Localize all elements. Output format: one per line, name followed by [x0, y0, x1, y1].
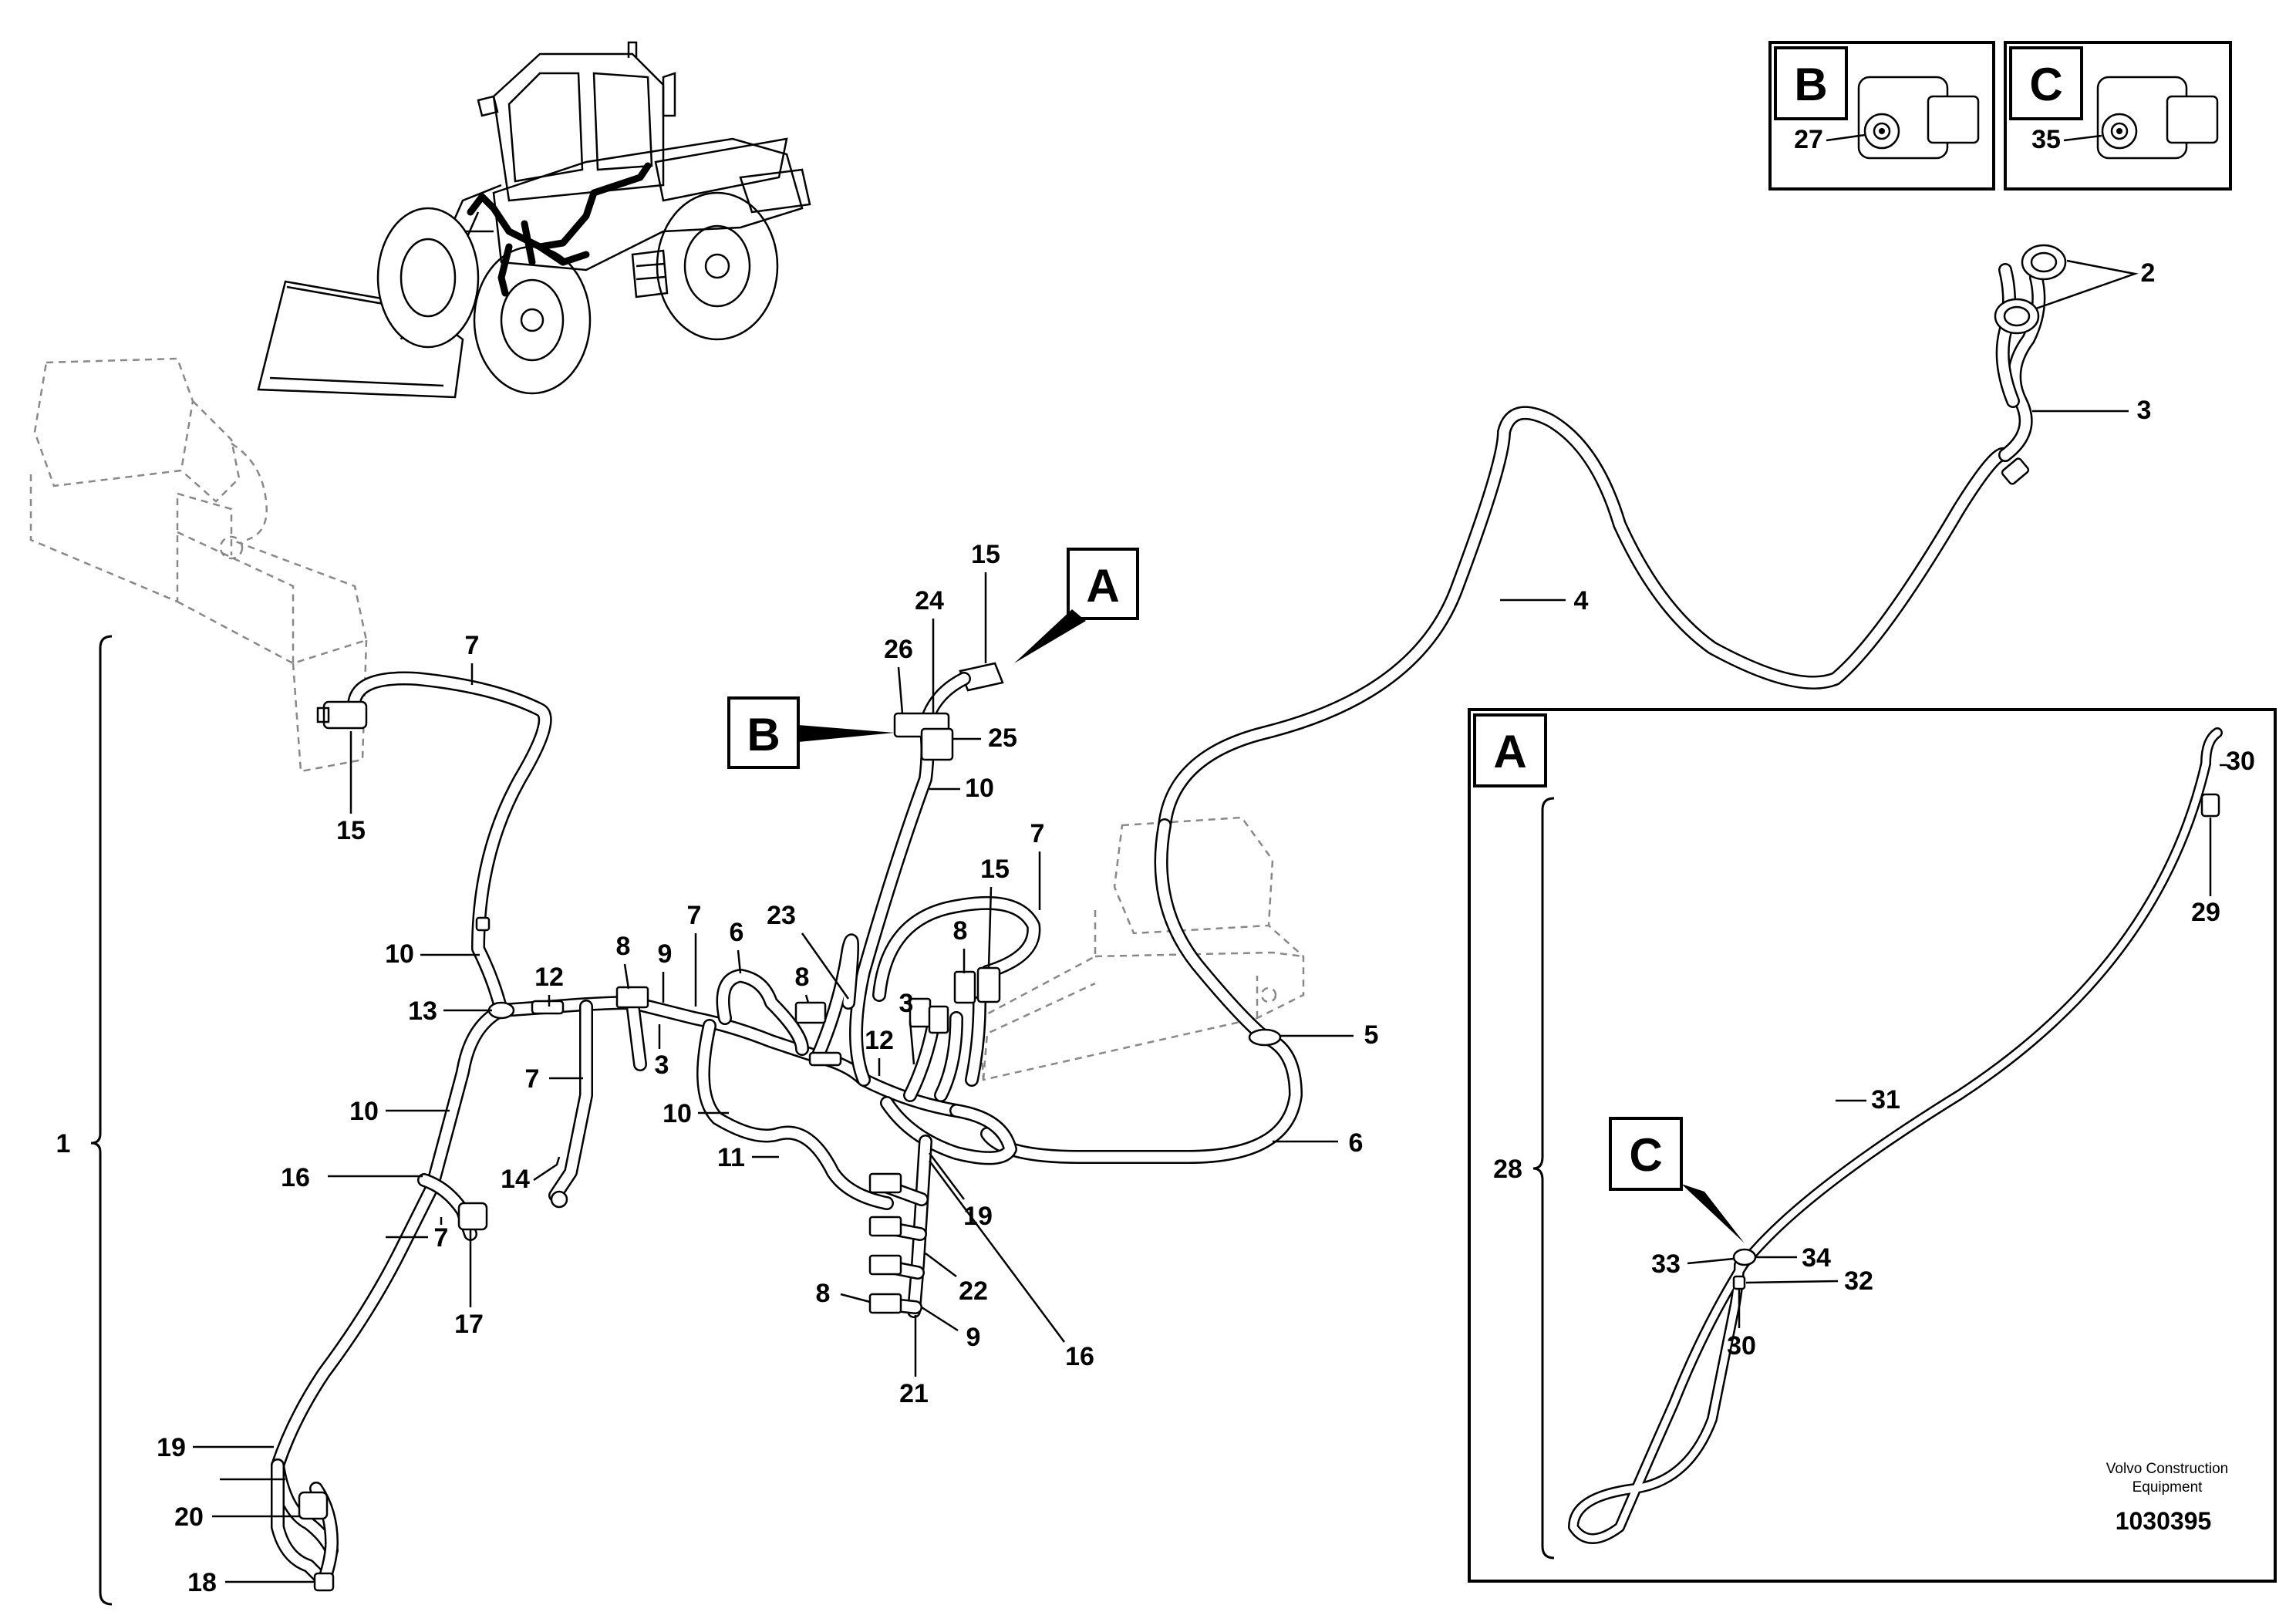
hose-connector-icon — [298, 244, 2067, 1592]
callout-10-lower-left: 10 — [349, 1097, 379, 1126]
callout-3-left: 3 — [655, 1050, 669, 1080]
callout-1: 1 — [56, 1129, 71, 1158]
callout-12-mid: 12 — [865, 1026, 894, 1055]
callout-9-lower: 9 — [966, 1323, 981, 1352]
callout-24: 24 — [915, 586, 944, 615]
callout-26: 26 — [884, 635, 913, 664]
brake-sensor-icon — [2096, 76, 2219, 160]
detail-letter-c: C — [2029, 59, 2062, 110]
callout-6-small: 6 — [730, 918, 744, 947]
callout-28: 28 — [1493, 1155, 1522, 1184]
callout-21: 21 — [899, 1379, 929, 1408]
left-lamp-fender-outline — [29, 357, 368, 773]
callout-7-fender: 7 — [465, 631, 480, 660]
callout-13: 13 — [408, 996, 437, 1026]
callout-30-bottom: 30 — [1727, 1331, 1756, 1361]
callout-32: 32 — [1844, 1266, 1873, 1296]
callout-25: 25 — [988, 723, 1017, 753]
callout-29: 29 — [2191, 898, 2220, 927]
callout-23: 23 — [767, 901, 796, 930]
pointer-letter-b: B — [747, 709, 780, 760]
callout-7-under-16: 7 — [434, 1223, 449, 1253]
callout-10-b: 10 — [965, 774, 994, 803]
callout-12-left: 12 — [534, 963, 564, 992]
callout-31: 31 — [1871, 1085, 1900, 1114]
callout-3-top: 3 — [2137, 396, 2152, 425]
right-lamp-fender-outline — [978, 816, 1305, 1081]
callout-6-right: 6 — [1349, 1128, 1364, 1158]
callout-34: 34 — [1802, 1243, 1831, 1273]
callout-35: 35 — [2031, 125, 2061, 154]
callout-16-mid: 16 — [1065, 1342, 1094, 1371]
callout-8-mid: 8 — [795, 963, 810, 992]
brand-line-2: Equipment — [2132, 1479, 2203, 1496]
wheel-loader-icon — [257, 41, 811, 399]
callout-11: 11 — [717, 1143, 745, 1172]
callout-8-left: 8 — [616, 932, 631, 961]
brace-1: 1 — [56, 635, 113, 1606]
detail-view-a: A 28 C 30 29 31 33 34 32 30 Volvo Constr… — [1468, 708, 2277, 1583]
detail-letter-a: A — [1493, 726, 1526, 777]
callout-7-lower-left: 7 — [525, 1064, 540, 1094]
callout-19-bottom: 19 — [157, 1433, 186, 1462]
callout-4: 4 — [1574, 586, 1589, 615]
callout-10-lower-mid: 10 — [663, 1099, 692, 1128]
callout-7-right: 7 — [1030, 819, 1045, 848]
callout-17: 17 — [454, 1310, 484, 1339]
callout-20: 20 — [174, 1502, 204, 1532]
callout-15-top: 15 — [971, 540, 1000, 569]
pointer-a: A — [1014, 548, 1139, 663]
callout-3-mid: 3 — [899, 989, 914, 1018]
callout-16-left: 16 — [281, 1163, 310, 1192]
callout-5: 5 — [1364, 1020, 1379, 1050]
callout-27: 27 — [1794, 125, 1823, 154]
callout-2: 2 — [2141, 258, 2156, 288]
figure-number: 1030395 — [2116, 1507, 2212, 1535]
callout-8-right: 8 — [953, 916, 968, 946]
callout-15-left: 15 — [336, 816, 366, 845]
callout-30-top: 30 — [2226, 747, 2255, 776]
detail-box-c: C 35 — [2004, 41, 2232, 191]
callout-22: 22 — [959, 1276, 988, 1306]
callout-9-top: 9 — [658, 939, 673, 969]
main-harness — [271, 263, 2046, 1588]
callout-33: 33 — [1651, 1249, 1681, 1279]
callout-18: 18 — [187, 1568, 217, 1597]
pointer-letter-c: C — [1629, 1129, 1662, 1181]
pointer-b: B — [727, 696, 895, 769]
callout-14: 14 — [501, 1165, 530, 1194]
detail-box-b: B 27 — [1768, 41, 1995, 191]
brake-sensor-icon — [1857, 76, 1980, 160]
detail-letter-b: B — [1794, 59, 1827, 110]
callout-7-mid: 7 — [687, 901, 702, 930]
brand-line-1: Volvo Construction — [2106, 1461, 2228, 1477]
pointer-letter-a: A — [1086, 560, 1119, 612]
callout-8-lower: 8 — [816, 1279, 831, 1308]
callout-15-mid: 15 — [980, 855, 1010, 884]
callout-10-upper-left: 10 — [385, 939, 414, 969]
main-callouts: 2 3 4 5 6 7 15 10 13 12 8 9 3 — [157, 258, 2155, 1597]
